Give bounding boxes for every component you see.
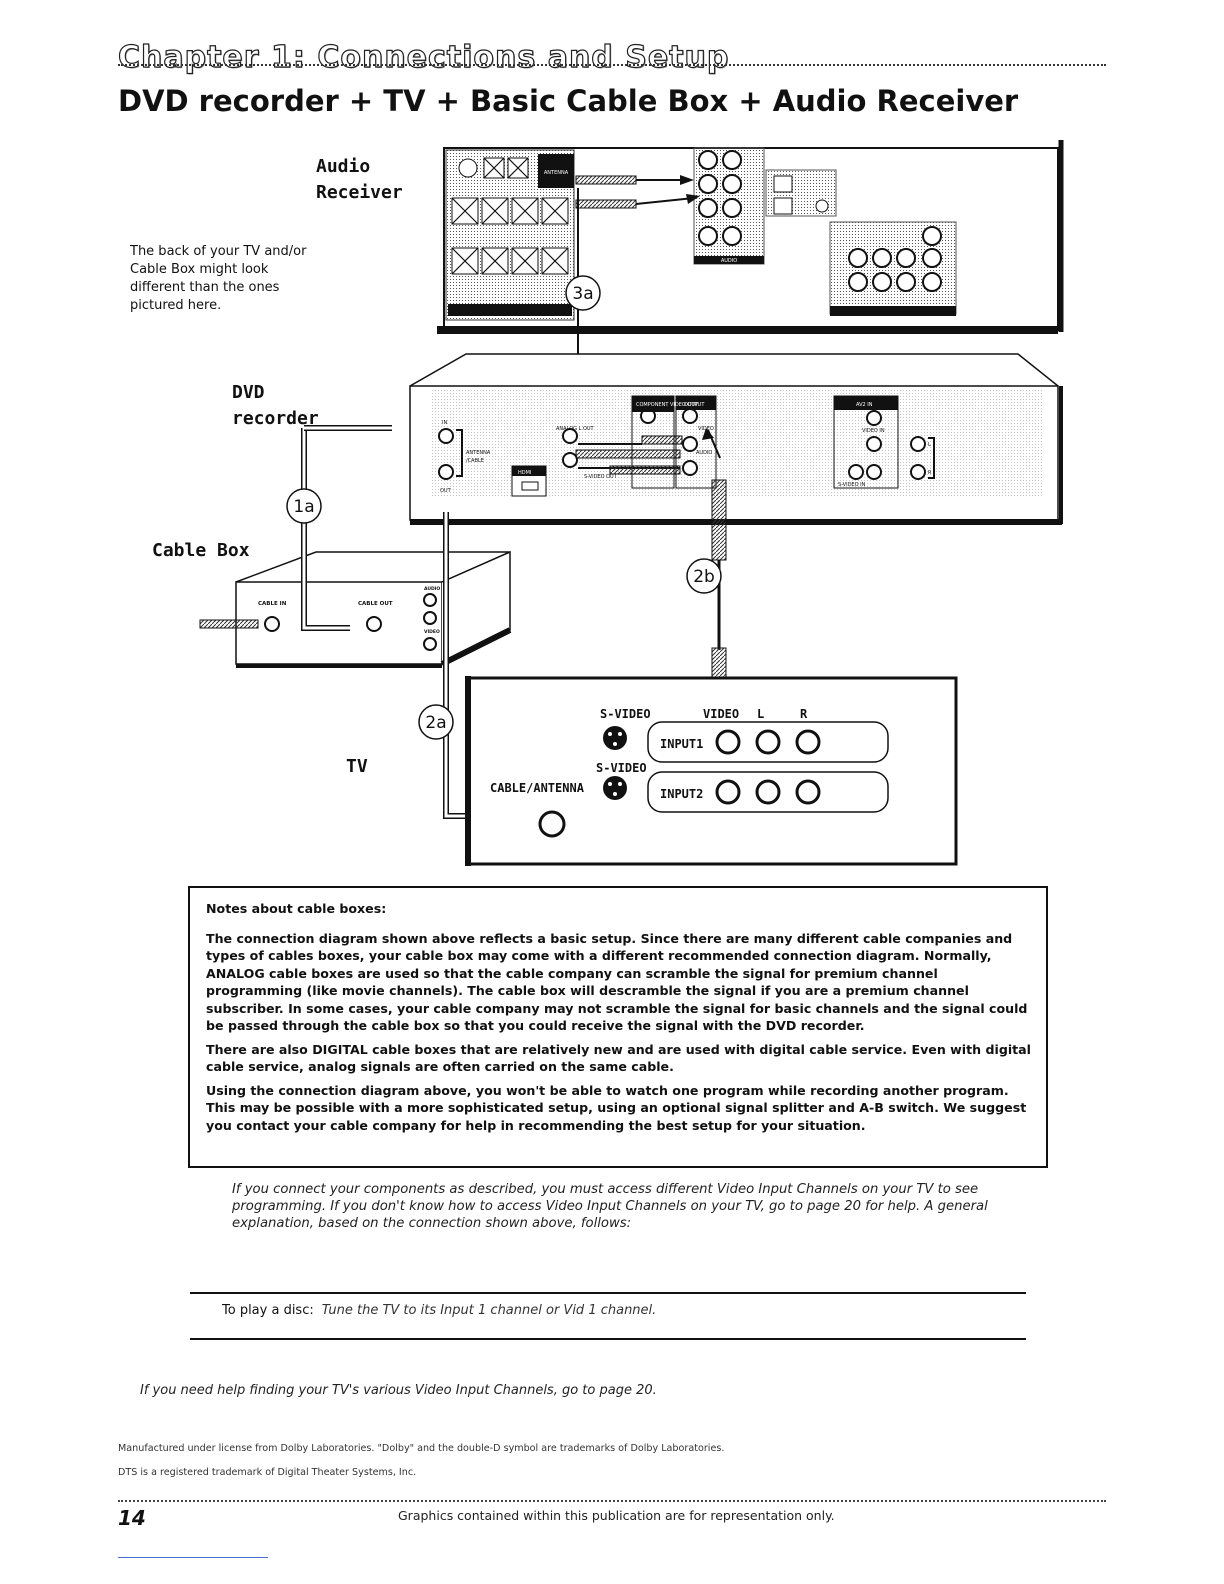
- dvd-component-label: COMPONENT VIDEO OUT: [636, 402, 699, 408]
- page-title: DVD recorder + TV + Basic Cable Box + Au…: [118, 84, 1019, 118]
- play-text: Tune the TV to its Input 1 channel or Vi…: [321, 1303, 657, 1318]
- dvd-cable-label: /CABLE: [466, 458, 484, 464]
- play-rule-bottom: [190, 1338, 1026, 1340]
- tv-cable-antenna-label: CABLE/ANTENNA: [490, 781, 585, 795]
- tv-svideo-label: S-VIDEO: [600, 707, 651, 721]
- tv-video-label: VIDEO: [703, 707, 739, 721]
- dvd-l-label: L: [928, 442, 931, 448]
- play-rule-top: [190, 1292, 1026, 1294]
- tv-input1-label: INPUT1: [660, 737, 703, 751]
- step-2b: 2b: [693, 567, 715, 587]
- audio-receiver-label-line2: Receiver: [316, 182, 403, 203]
- dvd-hdmi-label: HDMI: [518, 470, 531, 476]
- cable-in-label: CABLE IN: [258, 601, 287, 607]
- cable-box-video-label: VIDEO: [424, 629, 440, 635]
- tv: [465, 676, 958, 866]
- step-3a: 3a: [572, 284, 593, 304]
- dvd-r-label: R: [928, 470, 932, 476]
- cable-box-label: Cable Box: [152, 540, 250, 561]
- dvd-svideo-in-label: S-VIDEO IN: [838, 482, 866, 488]
- dvd-svideo-out-label: S-VIDEO OUT: [584, 474, 618, 480]
- dvd-label-line1: DVD: [232, 382, 265, 403]
- tv-l-label: L: [757, 707, 764, 721]
- tv-r-label: R: [800, 707, 808, 721]
- dvd-label-line2: recorder: [232, 408, 319, 429]
- link-underline: [118, 1557, 268, 1558]
- receiver-audio-label: AUDIO: [721, 258, 737, 264]
- chapter-heading: Chapter 1: Connections and Setup: [117, 39, 730, 75]
- dvd-analog-out-label: ANALOG L OUT: [556, 426, 595, 432]
- footer-rule: [118, 1500, 1106, 1502]
- notes-box: Notes about cable boxes: The connection …: [188, 886, 1048, 1168]
- dvd-in-label: IN: [442, 420, 447, 426]
- side-note: The back of your TV and/or Cable Box mig…: [130, 244, 307, 313]
- chapter-rule: [118, 64, 1106, 66]
- dvd-out-label: OUT: [440, 488, 452, 494]
- notes-paragraph-2: There are also DIGITAL cable boxes that …: [206, 1041, 1031, 1075]
- audio-receiver-label-line1: Audio: [316, 156, 371, 177]
- dvd-output-label: OUTPUT: [684, 402, 705, 408]
- dvd-audio-label: AUDIO: [696, 450, 712, 456]
- connection-diagram: ANTENNA AUDIO: [199, 140, 1064, 866]
- cable-out-label: CABLE OUT: [358, 601, 393, 607]
- step-2a: 2a: [425, 713, 446, 733]
- tv-input2-label: INPUT2: [660, 787, 703, 801]
- receiver-antenna-label: ANTENNA: [544, 170, 569, 176]
- cable-box: [199, 550, 512, 668]
- intro-text: If you connect your components as descri…: [232, 1182, 988, 1231]
- dvd-video-label: VIDEO: [698, 426, 714, 432]
- page-number: 14: [118, 1506, 146, 1530]
- step-1a: 1a: [293, 497, 314, 517]
- audio-receiver: ANTENNA AUDIO: [437, 140, 1064, 470]
- help-text: If you need help finding your TV's vario…: [140, 1383, 657, 1398]
- play-label: To play a disc:: [222, 1303, 314, 1318]
- notes-paragraph-1: The connection diagram shown above refle…: [206, 930, 1028, 1034]
- dvd-video-in-label: VIDEO IN: [862, 428, 885, 434]
- footer-text: Graphics contained within this publicati…: [398, 1508, 835, 1523]
- tv-label: TV: [346, 756, 368, 777]
- dvd-recorder: [409, 353, 1063, 525]
- notes-heading: Notes about cable boxes:: [206, 901, 387, 916]
- cable-box-audio-label: AUDIO: [424, 586, 440, 592]
- dvd-avin-label: AV2 IN: [856, 402, 873, 408]
- play-instruction: To play a disc: Tune the TV to its Input …: [222, 1303, 656, 1318]
- dts-legal: DTS is a registered trademark of Digital…: [118, 1467, 417, 1478]
- tv-svideo2-label: S-VIDEO: [596, 761, 647, 775]
- dvd-antenna-label: ANTENNA: [466, 450, 491, 456]
- notes-paragraph-3: Using the connection diagram above, you …: [206, 1082, 1027, 1133]
- dolby-legal: Manufactured under license from Dolby La…: [118, 1443, 725, 1454]
